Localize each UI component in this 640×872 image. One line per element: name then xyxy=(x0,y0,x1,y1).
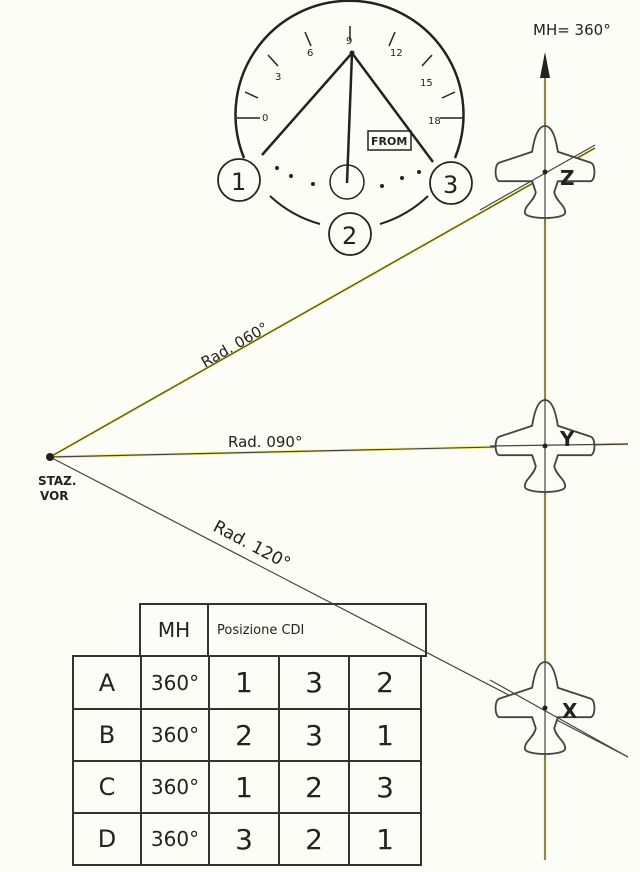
row-cdi-2: 2 xyxy=(278,760,350,814)
cdi-tick-marks xyxy=(237,26,463,119)
radial-090-label: Rad. 090° xyxy=(228,433,302,451)
row-cdi-2: 2 xyxy=(278,812,350,866)
cdi-scale-18: 18 xyxy=(428,116,441,127)
row-mh: 360° xyxy=(140,812,210,866)
aircraft-z-label: Z xyxy=(560,166,575,190)
radial-060-label: Rad. 060° xyxy=(198,319,272,372)
station-label-2: VOR xyxy=(40,489,69,503)
row-option: D xyxy=(72,812,142,866)
cdi-needle-1 xyxy=(261,52,353,156)
row-cdi-1: 1 xyxy=(208,655,280,710)
row-mh: 360° xyxy=(140,760,210,814)
table-row-b[interactable]: B 360° 2 3 1 xyxy=(72,708,422,762)
station-label-1: STAZ. xyxy=(38,474,76,488)
row-option: C xyxy=(72,760,142,814)
row-mh: 360° xyxy=(140,708,210,762)
radial-120-label: Rad. 120° xyxy=(210,517,294,574)
cdi-from-flag: FROM xyxy=(371,135,407,148)
row-cdi-3: 1 xyxy=(348,708,422,762)
cdi-scale-6: 6 xyxy=(307,48,313,59)
cdi-needle-3 xyxy=(350,52,435,163)
cdi-deviation-dots xyxy=(275,166,421,188)
table-row-a[interactable]: A 360° 1 3 2 xyxy=(72,655,422,710)
aircraft-y-label: Y xyxy=(559,427,575,451)
table-row-d[interactable]: D 360° 3 2 1 xyxy=(72,812,422,866)
heading-label: MH= 360° xyxy=(533,21,611,39)
header-cdi: Posizione CDI xyxy=(207,603,427,657)
cdi-scale-9: 9 xyxy=(346,36,352,47)
row-cdi-3: 1 xyxy=(348,812,422,866)
aircraft-y: Y xyxy=(489,398,629,495)
cdi-instrument: 9 6 3 0 12 15 18 FROM 1 2 3 xyxy=(217,0,473,256)
row-cdi-3: 2 xyxy=(348,655,422,710)
header-mh: MH xyxy=(139,603,209,657)
cdi-needle-2 xyxy=(345,52,354,184)
cdi-position-2-circle xyxy=(328,212,372,256)
cdi-scale-15: 15 xyxy=(420,78,433,89)
answer-table: A 360° 1 3 2 B 360° 2 3 1 C 360° 1 2 3 D… xyxy=(72,655,422,866)
vor-station-dot xyxy=(46,453,54,461)
row-mh: 360° xyxy=(140,655,210,710)
aircraft-x: X xyxy=(489,661,629,760)
row-cdi-2: 3 xyxy=(278,708,350,762)
cdi-position-3-circle xyxy=(429,161,473,205)
row-option: B xyxy=(72,708,142,762)
cdi-scale-3: 3 xyxy=(275,72,281,83)
aircraft-z: Z xyxy=(479,122,596,225)
row-cdi-1: 2 xyxy=(208,708,280,762)
cdi-scale-12: 12 xyxy=(390,48,403,59)
cdi-position-1-circle xyxy=(217,158,261,202)
table-row-c[interactable]: C 360° 1 2 3 xyxy=(72,760,422,814)
cdi-position-2-label: 2 xyxy=(342,222,357,250)
row-option: A xyxy=(72,655,142,710)
row-cdi-1: 3 xyxy=(208,812,280,866)
cdi-scale-0: 0 xyxy=(262,113,268,124)
heading-arrow-icon xyxy=(540,52,550,78)
answer-table-header: MH Posizione CDI xyxy=(139,603,427,657)
row-cdi-1: 1 xyxy=(208,760,280,814)
cdi-center-circle xyxy=(329,164,365,200)
aircraft-x-label: X xyxy=(562,699,578,723)
row-cdi-2: 3 xyxy=(278,655,350,710)
cdi-position-3-label: 3 xyxy=(443,171,458,199)
cdi-position-1-label: 1 xyxy=(231,168,246,196)
row-cdi-3: 3 xyxy=(348,760,422,814)
